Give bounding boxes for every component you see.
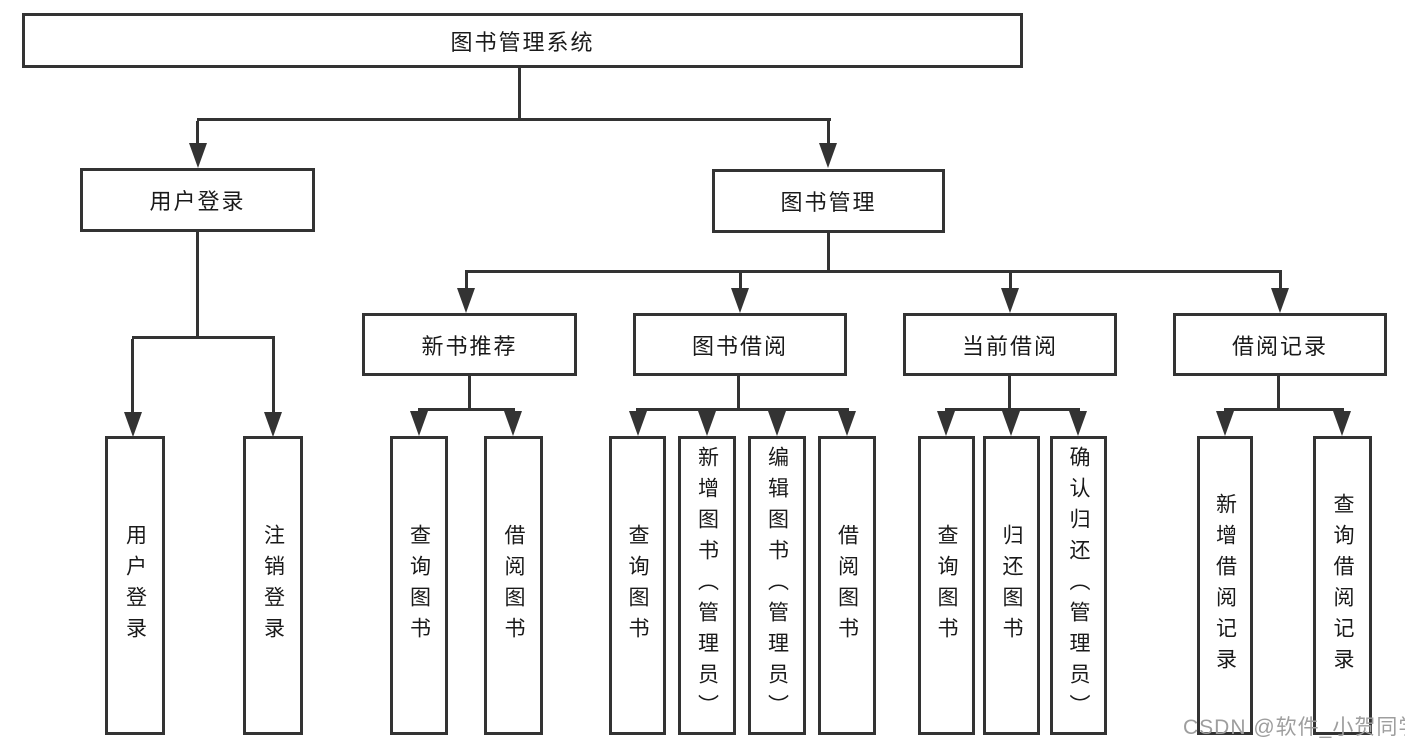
connector-line	[132, 336, 275, 339]
node-user-login-label: 用户登录	[149, 189, 246, 214]
leaf-borrow-books-label: 借阅图书	[835, 523, 859, 648]
connector-line	[1224, 408, 1344, 411]
node-book-management: 图书管理	[712, 169, 945, 233]
node-current-borrowing: 当前借阅	[903, 313, 1117, 376]
connector-line	[418, 408, 515, 411]
leaf-recommend-query-books-label: 查询图书	[407, 523, 431, 648]
arrow-down-icon	[1001, 288, 1019, 313]
arrow-down-icon	[1216, 411, 1234, 436]
leaf-confirm-return-admin-label: 确认归还（管理员）	[1067, 446, 1090, 725]
arrow-down-icon	[124, 412, 142, 437]
leaf-user-login: 用户登录	[105, 436, 165, 735]
leaf-confirm-return-admin: 确认归还（管理员）	[1050, 436, 1107, 735]
leaf-query-borrowing-record-label: 查询借阅记录	[1331, 492, 1354, 679]
connector-line	[197, 118, 831, 121]
connector-line	[272, 339, 275, 413]
leaf-current-query-books: 查询图书	[918, 436, 975, 735]
leaf-query-borrowing-record: 查询借阅记录	[1313, 436, 1372, 735]
arrow-down-icon	[1002, 411, 1020, 436]
leaf-add-borrowing-record-label: 新增借阅记录	[1213, 492, 1237, 679]
connector-line	[636, 408, 849, 411]
leaf-borrow-books: 借阅图书	[818, 436, 876, 735]
leaf-edit-books-admin-label: 编辑图书（管理员）	[765, 446, 789, 725]
leaf-current-query-books-label: 查询图书	[935, 523, 958, 648]
node-root-label: 图书管理系统	[450, 29, 595, 55]
arrow-down-icon	[264, 412, 282, 437]
connector-line	[131, 339, 134, 413]
connector-line	[1279, 273, 1282, 290]
leaf-add-books-admin-label: 新增图书（管理员）	[695, 446, 719, 725]
connector-line	[1277, 376, 1280, 410]
arrow-down-icon	[457, 288, 475, 313]
arrow-down-icon	[189, 143, 207, 168]
connector-line	[827, 233, 830, 272]
connector-line	[465, 270, 1282, 273]
leaf-add-books-admin: 新增图书（管理员）	[678, 436, 736, 735]
arrow-down-icon	[629, 411, 647, 436]
connector-line	[1008, 376, 1011, 410]
arrow-down-icon	[768, 411, 786, 436]
csdn-watermark: CSDN @软件_小贺同学	[1183, 716, 1405, 739]
arrow-down-icon	[1333, 411, 1351, 436]
connector-line	[737, 376, 740, 410]
node-new-book-recommend: 新书推荐	[362, 313, 577, 376]
node-current-borrowing-label: 当前借阅	[961, 333, 1058, 359]
node-borrowing-records-label: 借阅记录	[1231, 333, 1328, 359]
arrow-down-icon	[698, 411, 716, 436]
arrow-down-icon	[1069, 411, 1087, 436]
node-borrowing-records: 借阅记录	[1173, 313, 1387, 376]
leaf-recommend-query-books: 查询图书	[390, 436, 448, 735]
connector-line	[945, 408, 1080, 411]
leaf-logout: 注销登录	[243, 436, 303, 735]
leaf-return-books: 归还图书	[983, 436, 1040, 735]
leaf-borrowing-query-books: 查询图书	[609, 436, 666, 735]
leaf-logout-label: 注销登录	[261, 523, 285, 648]
node-book-borrowing: 图书借阅	[633, 313, 847, 376]
connector-line	[465, 273, 468, 290]
leaf-borrowing-query-books-label: 查询图书	[626, 523, 649, 648]
leaf-edit-books-admin: 编辑图书（管理员）	[748, 436, 806, 735]
leaf-user-login-label: 用户登录	[123, 523, 147, 648]
connector-line	[196, 121, 199, 146]
connector-line	[739, 273, 742, 290]
arrow-down-icon	[731, 288, 749, 313]
node-root-library-system: 图书管理系统	[22, 13, 1023, 68]
arrow-down-icon	[1271, 288, 1289, 313]
connector-line	[518, 65, 521, 120]
node-user-login: 用户登录	[80, 168, 315, 232]
arrow-down-icon	[410, 411, 428, 436]
leaf-add-borrowing-record: 新增借阅记录	[1197, 436, 1253, 735]
leaf-return-books-label: 归还图书	[1000, 523, 1023, 648]
arrow-down-icon	[504, 411, 522, 436]
node-book-management-label: 图书管理	[780, 190, 877, 215]
node-new-book-recommend-label: 新书推荐	[421, 333, 518, 359]
arrow-down-icon	[819, 143, 837, 168]
arrow-down-icon	[838, 411, 856, 436]
connector-line	[827, 121, 830, 146]
arrow-down-icon	[937, 411, 955, 436]
connector-line	[468, 376, 471, 410]
connector-line	[196, 231, 199, 338]
node-book-borrowing-label: 图书借阅	[691, 333, 788, 359]
connector-line	[1009, 273, 1012, 290]
leaf-recommend-borrow-books-label: 借阅图书	[502, 523, 525, 648]
leaf-recommend-borrow-books: 借阅图书	[484, 436, 543, 735]
